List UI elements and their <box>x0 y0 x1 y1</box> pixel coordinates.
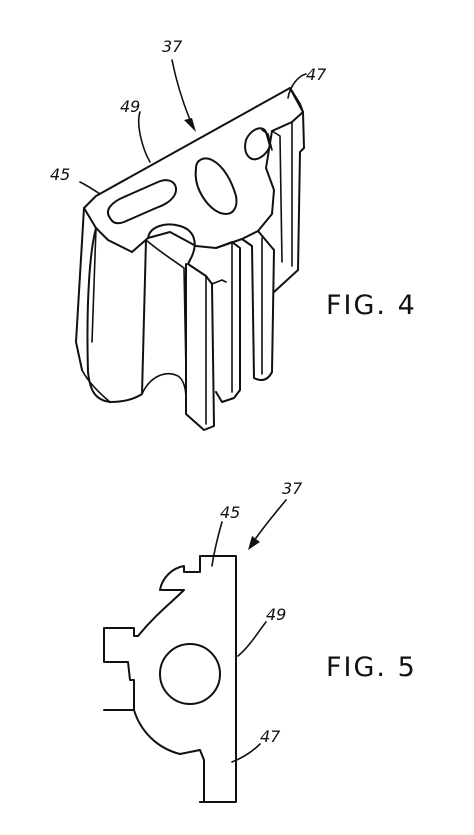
fig4-center-tab <box>185 263 215 431</box>
fig5-label: FIG. 5 <box>326 652 417 683</box>
fig5-straight-face <box>199 555 237 803</box>
fig4-drawing <box>75 87 305 431</box>
fig5-ref-37: 37 <box>282 479 303 498</box>
fig4-top-face <box>83 87 304 253</box>
fig4-back-face <box>273 111 305 293</box>
fig5-bore <box>159 643 221 705</box>
fig4-ref-47: 47 <box>306 65 327 84</box>
fig5-ref-49: 49 <box>266 605 286 624</box>
fig4-slot-1 <box>106 179 177 225</box>
fig5-arrowhead <box>248 536 260 550</box>
fig4-notch-top <box>244 127 271 161</box>
fig4-left-lobe <box>86 227 147 403</box>
fig4-ref-37: 37 <box>162 37 183 56</box>
fig4-left-face <box>75 207 85 371</box>
fig4-right-lobe <box>241 230 275 381</box>
fig4-leaders <box>79 59 307 195</box>
fig5-ref-45: 45 <box>220 503 240 522</box>
fig4-center-boss <box>147 223 196 265</box>
fig4-right-tab <box>215 241 241 403</box>
fig5-profile <box>103 555 205 803</box>
fig4-arrowhead <box>184 118 196 132</box>
fig4-ref-49: 49 <box>120 97 140 116</box>
fig4-slot-2 <box>194 157 238 215</box>
fig4-ref-45: 45 <box>50 165 70 184</box>
fig5-ref-47: 47 <box>260 727 281 746</box>
fig5-leaders <box>211 499 287 763</box>
fig4-right-edge <box>289 87 304 113</box>
fig4-label: FIG. 4 <box>326 290 417 321</box>
fig5-drawing <box>103 555 237 803</box>
